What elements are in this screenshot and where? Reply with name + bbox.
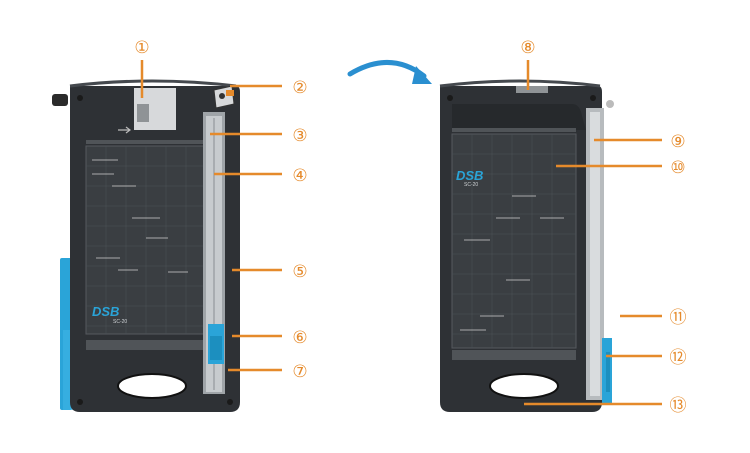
guard-tab (226, 90, 234, 96)
callout-label: ⑥ (292, 328, 307, 348)
back-grid (451, 133, 577, 349)
back-top-ruler (452, 128, 576, 132)
top-handle-bar (516, 86, 548, 93)
clamp-slot (137, 104, 149, 122)
callout-13: ⑬ (670, 396, 687, 416)
brand-logo-back: DSB (456, 168, 483, 183)
guard-pivot (219, 93, 225, 99)
back-top-edge (439, 79, 601, 88)
callout-6: ⑥ (292, 328, 307, 348)
callout-12: ⑫ (670, 348, 687, 368)
callout-7: ⑦ (292, 362, 307, 382)
screw-icon (227, 399, 233, 405)
callout-8: ⑧ (520, 38, 535, 58)
screw-icon (447, 95, 453, 101)
back-size-markers (460, 195, 564, 331)
support-shade (606, 352, 610, 392)
callout-1: ① (134, 38, 149, 58)
back-grid-lines (452, 134, 576, 348)
body-top-edge (69, 79, 237, 88)
left-knob (52, 94, 68, 106)
carry-handle-back (489, 373, 559, 399)
callout-5: ⑤ (292, 262, 307, 282)
callout-label: ⑦ (292, 362, 307, 382)
callout-label: ⑨ (670, 132, 685, 152)
callout-label: ③ (292, 126, 307, 146)
top-recess (452, 104, 586, 130)
model-label: SC-20 (113, 319, 127, 325)
callout-10: ⑩ (670, 158, 685, 178)
back-rail-inner (590, 112, 600, 396)
size-markers (92, 159, 188, 273)
leader-lines (140, 60, 662, 406)
callout-9: ⑨ (670, 132, 685, 152)
callout-label: ① (134, 38, 149, 58)
callout-2: ② (292, 78, 307, 98)
screw-icon (77, 399, 83, 405)
rotate-arrow-icon (347, 60, 427, 79)
callout-label: ⑬ (670, 396, 687, 416)
screw-icon (77, 95, 83, 101)
model-label-back: SC-20 (464, 182, 478, 188)
arrow-head-icon (412, 66, 432, 84)
callout-label: ⑤ (292, 262, 307, 282)
rail-pin (606, 100, 614, 108)
bottom-ruler (86, 340, 204, 350)
cutting-grid (85, 145, 205, 335)
callout-3: ③ (292, 126, 307, 146)
carry-handle (117, 373, 187, 399)
grid-lines (86, 146, 204, 334)
callout-label: ④ (292, 166, 307, 186)
feed-arrow-icon (118, 126, 131, 134)
top-ruler (86, 140, 204, 144)
callout-label: ⑧ (520, 38, 535, 58)
front-view: DSB SC-20 (52, 79, 240, 412)
callout-label: ② (292, 78, 307, 98)
callout-11: ⑪ (670, 308, 687, 328)
callout-4: ④ (292, 166, 307, 186)
back-bottom-ruler (452, 350, 576, 360)
blade-carriage-grip (210, 336, 222, 360)
callouts: ① ② ③ ④ ⑤ ⑥ ⑦ ⑧ ⑨ ⑩ ⑪ ⑫ (134, 38, 686, 416)
screw-icon (590, 95, 596, 101)
callout-label: ⑪ (670, 308, 687, 328)
brand-logo: DSB (92, 304, 119, 319)
callout-label: ⑩ (670, 158, 685, 178)
back-view: DSB SC-20 (439, 79, 614, 412)
callout-label: ⑫ (670, 348, 687, 368)
